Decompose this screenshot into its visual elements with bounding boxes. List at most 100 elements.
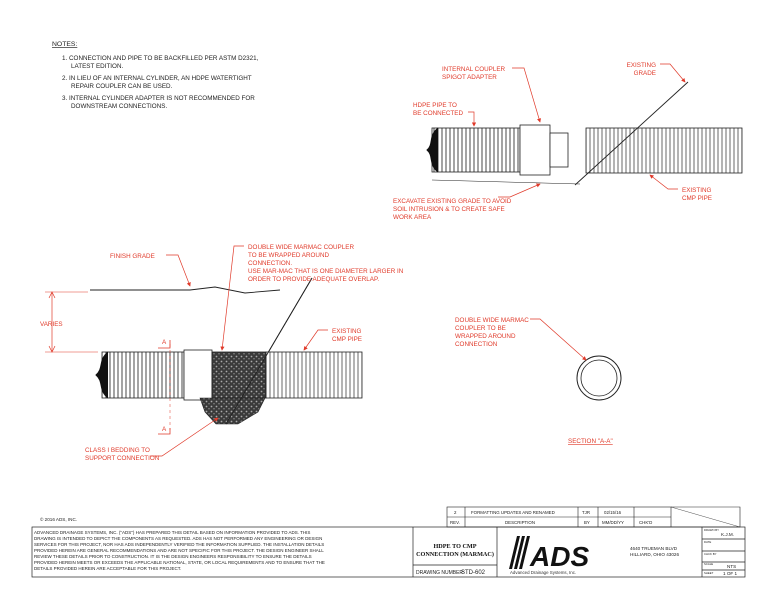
disclaimer-line-6: PROVIDED HEREIN MEETS OR EXCEEDS THE APP… (34, 560, 325, 565)
section-aa: DOUBLE WIDE MARMAC COUPLER TO BE WRAPPED… (455, 317, 622, 445)
varies-label: VARIES (40, 321, 63, 328)
sheet-value: 1 OF 1 (723, 571, 737, 576)
hdpe-pipe-break-bottom (95, 351, 109, 399)
disclaimer-line-4: PROVIDED HEREIN ARE GENERAL RECOMMENDATI… (34, 548, 324, 553)
bedding-label-line-2: SUPPORT CONNECTION (85, 455, 160, 462)
top-detail: INTERNAL COUPLER SPIGOT ADAPTER EXISTING… (393, 62, 743, 221)
drawn-by: K.J.M. (721, 532, 734, 537)
rev-by: TJR (582, 510, 590, 515)
hdpe-pipe-top (431, 127, 521, 173)
address-line-1: 4640 TRUEMAN BLVD (630, 546, 678, 551)
trench-line-front (225, 277, 313, 425)
hdpe-pipe-break-top (426, 127, 439, 173)
hdr-description: DESCRIPTION (505, 520, 535, 525)
date-label: DATE (704, 540, 711, 544)
note-3-line-1: 3. INTERNAL CYLINDER ADAPTER IS NOT RECO… (62, 95, 255, 102)
disclaimer-line-1: ADVANCED DRAINAGE SYSTEMS, INC. ("ADS") … (34, 530, 310, 535)
excavate-label-line-3: WORK AREA (393, 214, 432, 221)
excavate-leader (498, 183, 541, 198)
grade-label-line-1: EXISTING (627, 62, 656, 69)
disclaimer-line-5: REVIEW THESE DETAILS PRIOR TO CONSTRUCTI… (34, 554, 312, 559)
spigot-adapter-top (519, 124, 551, 176)
drawing-title-line-1: HDPE TO CMP (433, 543, 476, 550)
note-2-line-1: 2. IN LIEU OF AN INTERNAL CYLINDER, AN H… (62, 75, 252, 82)
disclaimer-line-7: DETAILS PROVIDED HEREIN ARE ACCEPTABLE F… (34, 566, 181, 571)
drawn-by-label: DRAWN BY (704, 528, 719, 532)
hdr-by: BY (584, 520, 590, 525)
existing-grade-line-top (574, 81, 689, 186)
marmac-label-line-1: DOUBLE WIDE MARMAC COUPLER (248, 244, 354, 251)
bedding-label-line-1: CLASS I BEDDING TO (85, 447, 150, 454)
scale-value: NTS (727, 564, 736, 569)
cmp-pipe-top (585, 127, 743, 174)
drawing-number: STD-602 (461, 570, 486, 576)
company-name: Advanced Drainage Systems, Inc. (510, 570, 576, 575)
coupler-label-line-1: INTERNAL COUPLER (442, 66, 506, 73)
hdr-chkd: CHK'D (639, 520, 652, 525)
cmp-label-bottom-line-2: CMP PIPE (332, 336, 362, 343)
disclaimer-line-3: SERVICES FOR THIS PROJECT, NOR HAS ADS I… (34, 542, 324, 547)
hdpe-pipe-bottom (101, 351, 185, 399)
note-2-line-2: REPAIR COUPLER CAN BE USED. (71, 83, 173, 90)
cmp-label-top-line-2: CMP PIPE (682, 195, 712, 202)
spigot-inner-top (549, 132, 569, 168)
marmac-label-line-4: USE MAR-MAC THAT IS ONE DIAMETER LARGER … (248, 268, 404, 275)
rev-description: FORMATTING UPDATES AND RENAMED (471, 510, 555, 515)
finish-grade-leader (166, 254, 191, 287)
hdr-rev: REV. (450, 520, 460, 525)
title-block-frame (31, 526, 746, 578)
coupler-leader (512, 67, 542, 123)
notes-heading: NOTES: (52, 41, 77, 48)
cmp-pipe-bottom (265, 351, 363, 399)
title-block: © 2016 ADS, INC. 2 FORMATTING UPDATES AN… (31, 506, 746, 578)
marmac-label-line-5: ORDER TO PROVIDE ADEQUATE OVERLAP. (248, 276, 379, 283)
cmp-top-leader (649, 174, 678, 190)
section-label-line-4: CONNECTION (455, 341, 498, 348)
section-mark-bottom: A (162, 426, 167, 433)
drawing-number-label: DRAWING NUMBER: (416, 570, 464, 576)
section-leader (530, 318, 587, 361)
rev-date: 02/15/16 (604, 510, 622, 515)
note-3-line-2: DOWNSTREAM CONNECTIONS. (71, 103, 167, 110)
hdpe-label-line-1: HDPE PIPE TO (413, 102, 457, 109)
excavate-label-line-2: SOIL INTRUSION & TO CREATE SAFE (393, 206, 505, 213)
section-cut-marks (158, 340, 171, 435)
notes-block: NOTES: 1. CONNECTION AND PIPE TO BE BACK… (52, 41, 259, 110)
ads-logo-text: ADS (529, 541, 589, 572)
hdpe-label-line-2: BE CONNECTED (413, 110, 463, 117)
rev-number: 2 (454, 510, 457, 515)
grade-label-line-2: GRADE (634, 70, 656, 77)
cmp-label-top-line-1: EXISTING (682, 187, 711, 194)
scale-label: SCALE (704, 562, 713, 566)
bottom-detail: A A FINISH GRADE DOUBLE WIDE MARMAC COUP… (40, 244, 404, 462)
disclaimer: ADVANCED DRAINAGE SYSTEMS, INC. ("ADS") … (34, 530, 325, 571)
excavation-line-top (431, 179, 581, 185)
section-label-line-3: WRAPPED AROUND (455, 333, 516, 340)
grade-leader (660, 63, 686, 83)
excavate-label-line-1: EXCAVATE EXISTING GRADE TO AVOID (393, 198, 512, 205)
section-mark-top: A (162, 339, 167, 346)
bedding-leader (150, 417, 219, 457)
coupler-label-line-2: SPIGOT ADAPTER (442, 74, 497, 81)
class-i-bedding (199, 397, 266, 425)
note-1-line-1: 1. CONNECTION AND PIPE TO BE BACKFILLED … (62, 55, 259, 62)
cmp-bottom-leader (303, 329, 328, 351)
checked-by-label: CHCK BY (704, 552, 717, 556)
drawing-title-line-2: CONNECTION (MARMAC) (416, 551, 494, 558)
section-label-line-2: COUPLER TO BE (455, 325, 506, 332)
pipe-collar-bottom (183, 349, 213, 401)
finish-grade-line (90, 286, 281, 294)
section-label-line-1: DOUBLE WIDE MARMAC (455, 317, 529, 324)
hdpe-leader (468, 111, 477, 127)
note-1-line-2: LATEST EDITION. (71, 63, 124, 70)
marmac-leader (220, 245, 244, 351)
marmac-label-line-3: CONNECTION. (248, 260, 292, 267)
marmac-coupler-bottom (211, 351, 267, 399)
hdr-date: MM/DD/YY (602, 520, 624, 525)
ads-logo: ADS Advanced Drainage Systems, Inc. (509, 536, 589, 575)
section-title: SECTION "A-A" (568, 438, 613, 445)
section-pipe-inner (580, 359, 618, 397)
sheet-label: SHEET (704, 571, 714, 575)
finish-grade-label: FINISH GRADE (110, 253, 155, 260)
